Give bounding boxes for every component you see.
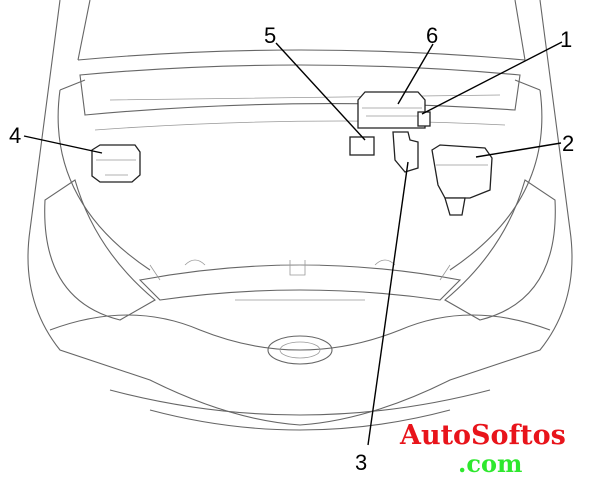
callout-3: 3 — [355, 450, 367, 475]
callout-2: 2 — [562, 131, 574, 156]
part-5-connector — [349, 136, 375, 156]
callout-1: 1 — [560, 27, 572, 52]
watermark-line1: AutoSoftos — [399, 420, 566, 451]
callout-4: 4 — [9, 123, 21, 148]
part-6-relay-block — [357, 91, 431, 129]
part-4-fuse-box — [91, 144, 141, 183]
car-body-outline — [27, 0, 573, 431]
leader-lines — [23, 41, 563, 446]
callout-5: 5 — [264, 23, 276, 48]
callout-6: 6 — [426, 23, 438, 48]
watermark-line2: .com — [458, 449, 522, 478]
part-3-harness-block — [392, 131, 419, 173]
part-2-battery-box — [431, 144, 493, 216]
